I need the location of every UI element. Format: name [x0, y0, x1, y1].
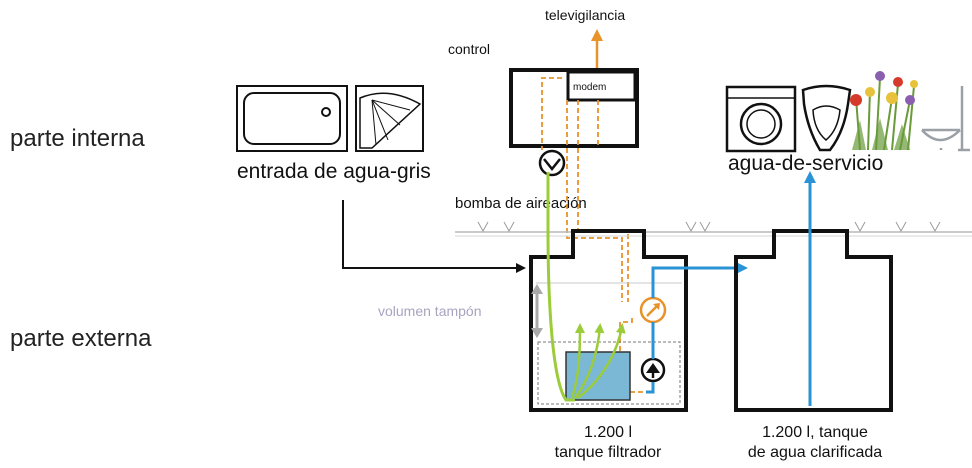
- service-water-label: agua-de-servicio: [728, 152, 883, 175]
- filter-tank: [529, 229, 688, 412]
- bathtub-icon: [236, 85, 348, 152]
- greywater-inlet-arrow: [342, 200, 526, 273]
- filter-media: [565, 351, 631, 401]
- air-line: [546, 172, 575, 402]
- ground-line: [455, 221, 972, 237]
- buffer-volume-arrow: [531, 284, 543, 338]
- toilet-icon: [801, 84, 852, 152]
- clarified-tank-caption-2: de agua clarificada: [748, 444, 882, 461]
- shower-icon: [355, 85, 424, 152]
- control-box: [509, 68, 639, 148]
- zone-label-external: parte externa: [10, 325, 152, 352]
- gauge-pump-icon: [639, 296, 667, 324]
- greywater-inlet-label: entrada de agua-gris: [237, 160, 431, 183]
- air-bubbles: [570, 323, 626, 399]
- buffer-volume-label: volumen tampón: [378, 303, 482, 319]
- washing-machine-icon: [725, 85, 797, 153]
- clarified-tank: [734, 229, 893, 412]
- filter-tank-caption-1: 1.200 l: [584, 424, 632, 441]
- clarified-tank-caption-1: 1.200 l, tanque: [762, 424, 868, 441]
- aeration-pump-label: bomba de aireación: [455, 195, 587, 212]
- zone-label-internal: parte interna: [10, 125, 145, 152]
- transfer-line: [646, 268, 745, 394]
- flowers-icon: [850, 71, 918, 151]
- filter-tank-caption-2: tanque filtrador: [555, 444, 662, 461]
- garden-tools-icon: [921, 86, 970, 152]
- pump-icon: [538, 149, 566, 177]
- modem-label: modem: [573, 82, 606, 93]
- televigilancia-label: televigilancia: [545, 7, 625, 23]
- lift-pump-icon: [640, 357, 666, 383]
- control-label: control: [448, 41, 490, 57]
